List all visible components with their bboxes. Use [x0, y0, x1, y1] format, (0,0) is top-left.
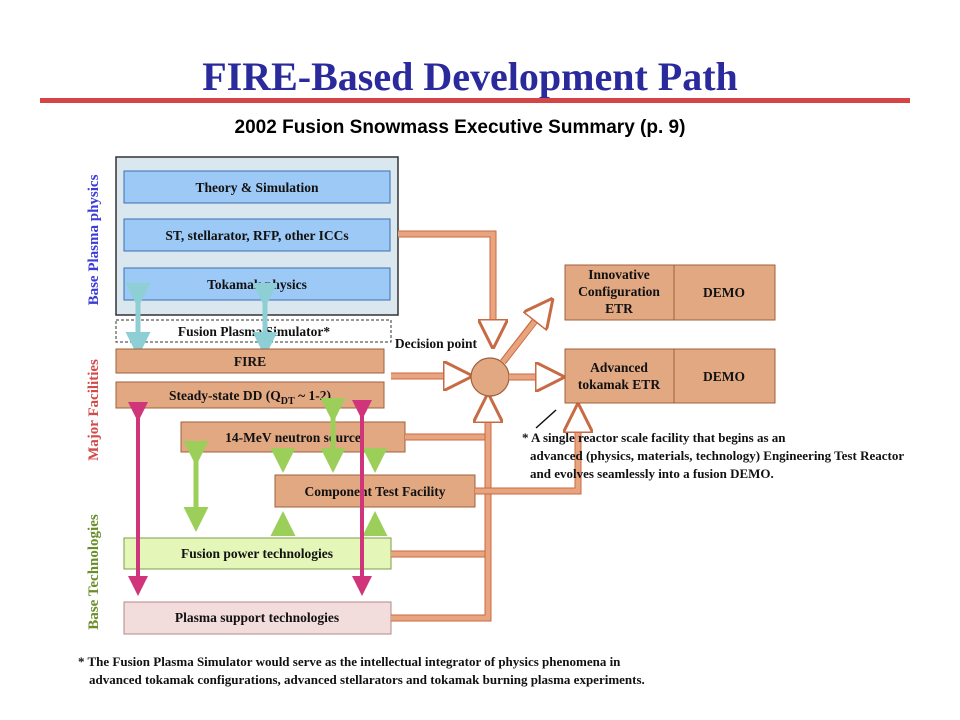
footnote-line2: advanced tokamak configurations, advance…: [89, 672, 645, 687]
innovative-demo-label: DEMO: [703, 285, 745, 300]
side-label-major-facilities: Major Facilities: [86, 359, 102, 461]
steady-state-sub: DT: [281, 396, 295, 407]
side-label-base-technologies: Base Technologies: [86, 514, 102, 630]
flow-line-support-outline: [391, 398, 492, 622]
theory-simulation-box: [123, 170, 391, 204]
icc-label: ST, stellarator, RFP, other ICCs: [165, 228, 348, 243]
neutron-source-label: 14-MeV neutron source: [225, 430, 361, 445]
footnote-line1: * The Fusion Plasma Simulator would serv…: [78, 654, 621, 669]
fusion-power-technologies-label: Fusion power technologies: [181, 546, 333, 561]
innovative-etr-line2: Configuration: [578, 284, 660, 299]
component-test-facility-label: Component Test Facility: [304, 484, 445, 499]
flow-arrow-ctf-to-ate: [475, 408, 578, 494]
steady-state-end: ~ 1-2): [295, 388, 331, 403]
advanced-demo-box: [673, 348, 776, 404]
note-right-line3: and evolves seamlessly into a fusion DEM…: [530, 466, 774, 481]
advanced-tokamak-etr-line1: Advanced: [590, 360, 648, 375]
plasma-support-technologies-box: [123, 601, 392, 635]
decision-point-label: Decision point: [395, 336, 478, 351]
title-rule: [40, 98, 910, 103]
component-test-facility-box: [274, 474, 476, 508]
page-subtitle: 2002 Fusion Snowmass Executive Summary (…: [235, 117, 686, 138]
plasma-support-technologies-label: Plasma support technologies: [175, 610, 339, 625]
tokamak-physics-label: Tokamak physics: [207, 277, 307, 292]
decision-point-circle: [470, 357, 510, 397]
flow-arrow-decision-to-ice: [501, 302, 550, 364]
note-pointer-line: [535, 409, 557, 429]
innovative-demo-box: [673, 264, 776, 321]
advanced-demo-label: DEMO: [703, 369, 745, 384]
theory-simulation-label: Theory & Simulation: [195, 180, 319, 195]
flow-arrow-icc-to-decision: [398, 231, 493, 344]
icc-box: [123, 218, 391, 252]
fire-box: [115, 348, 385, 374]
fire-label: FIRE: [234, 354, 266, 369]
innovative-etr-line1: Innovative: [588, 267, 650, 282]
steady-state-main: Steady-state DD (Q: [169, 388, 281, 403]
fusion-plasma-simulator-label: Fusion Plasma Simulator*: [178, 324, 331, 339]
side-label-base-plasma: Base Plasma physics: [86, 174, 102, 305]
flow-line-icc-outline: [398, 230, 497, 340]
flow-arrow-support-to-decision: [391, 398, 488, 621]
innovative-etr-line3: ETR: [605, 301, 633, 316]
advanced-tokamak-etr-line2: tokamak ETR: [578, 377, 660, 392]
advanced-tokamak-etr-box: [564, 348, 675, 404]
page-title: FIRE-Based Development Path: [202, 54, 738, 99]
note-right-line2: advanced (physics, materials, technology…: [530, 448, 904, 463]
note-right-line1: * A single reactor scale facility that b…: [522, 430, 786, 445]
